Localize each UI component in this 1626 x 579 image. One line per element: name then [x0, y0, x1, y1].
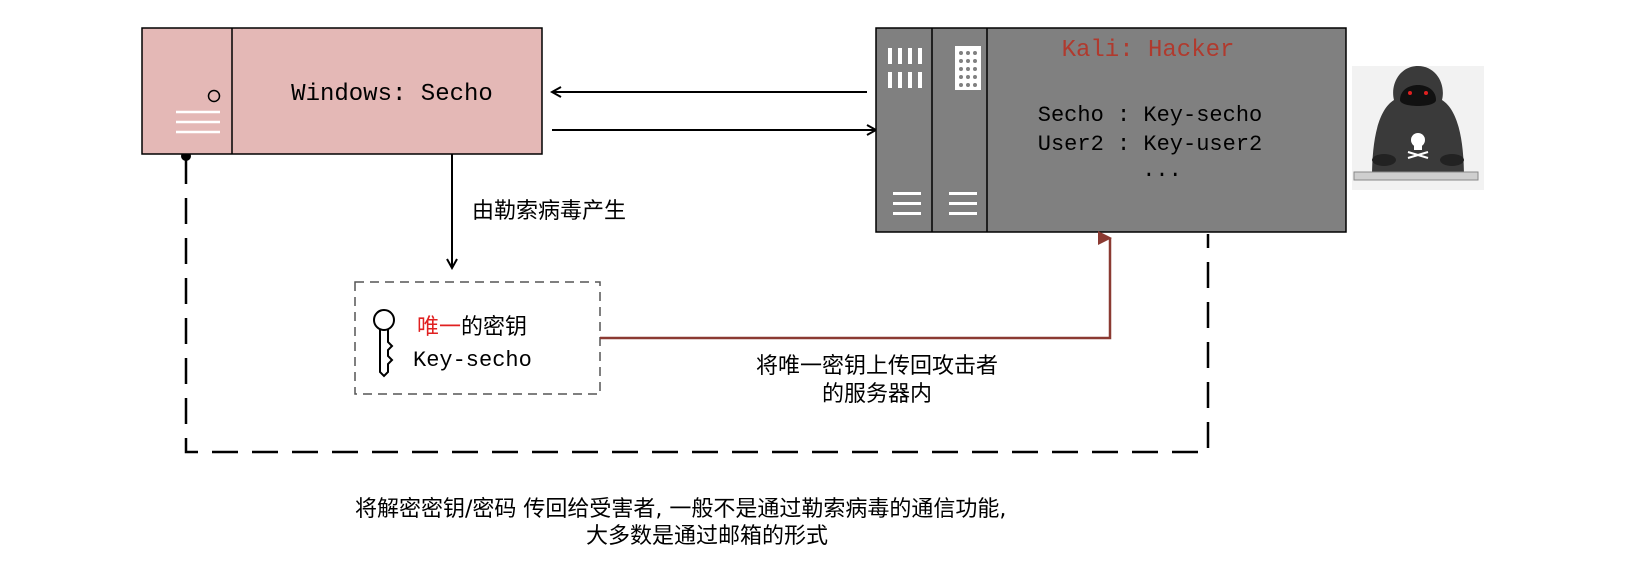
upload-label-line2: 的服务器内	[822, 382, 932, 407]
ransomware-label: 由勒索病毒产生	[472, 199, 626, 224]
key-box: 唯一的密钥 Key-secho	[354, 281, 601, 395]
key-icon	[373, 309, 395, 378]
server-rack-icon	[888, 46, 981, 215]
key-entry: User2 : Key-user2	[1038, 132, 1262, 157]
key-entry: Secho : Key-secho	[1038, 103, 1262, 128]
key-title-rest: 的密钥	[461, 315, 527, 340]
windows-machine: Windows: Secho	[141, 27, 543, 155]
server-icon	[176, 89, 221, 134]
key-name: Key-secho	[413, 348, 532, 373]
windows-label: Windows: Secho	[291, 81, 493, 108]
upload-label-line1: 将唯一密钥上传回攻击者	[756, 354, 998, 379]
arrow-upload-key	[600, 231, 1112, 340]
key-title: 唯一的密钥	[417, 315, 527, 340]
key-title-highlight: 唯一	[417, 315, 461, 340]
kali-server: Kali: Hacker Secho : Key-secho User2 : K…	[875, 27, 1347, 233]
footer-line1: 将解密密钥/密码 传回给受害者, 一般不是通过勒索病毒的通信功能,	[355, 497, 1006, 522]
footer-line2: 大多数是通过邮箱的形式	[586, 524, 828, 549]
kali-title: Kali: Hacker	[1062, 37, 1235, 64]
key-entry-ellipsis: ...	[1142, 158, 1182, 183]
hacker-icon	[1352, 66, 1484, 190]
